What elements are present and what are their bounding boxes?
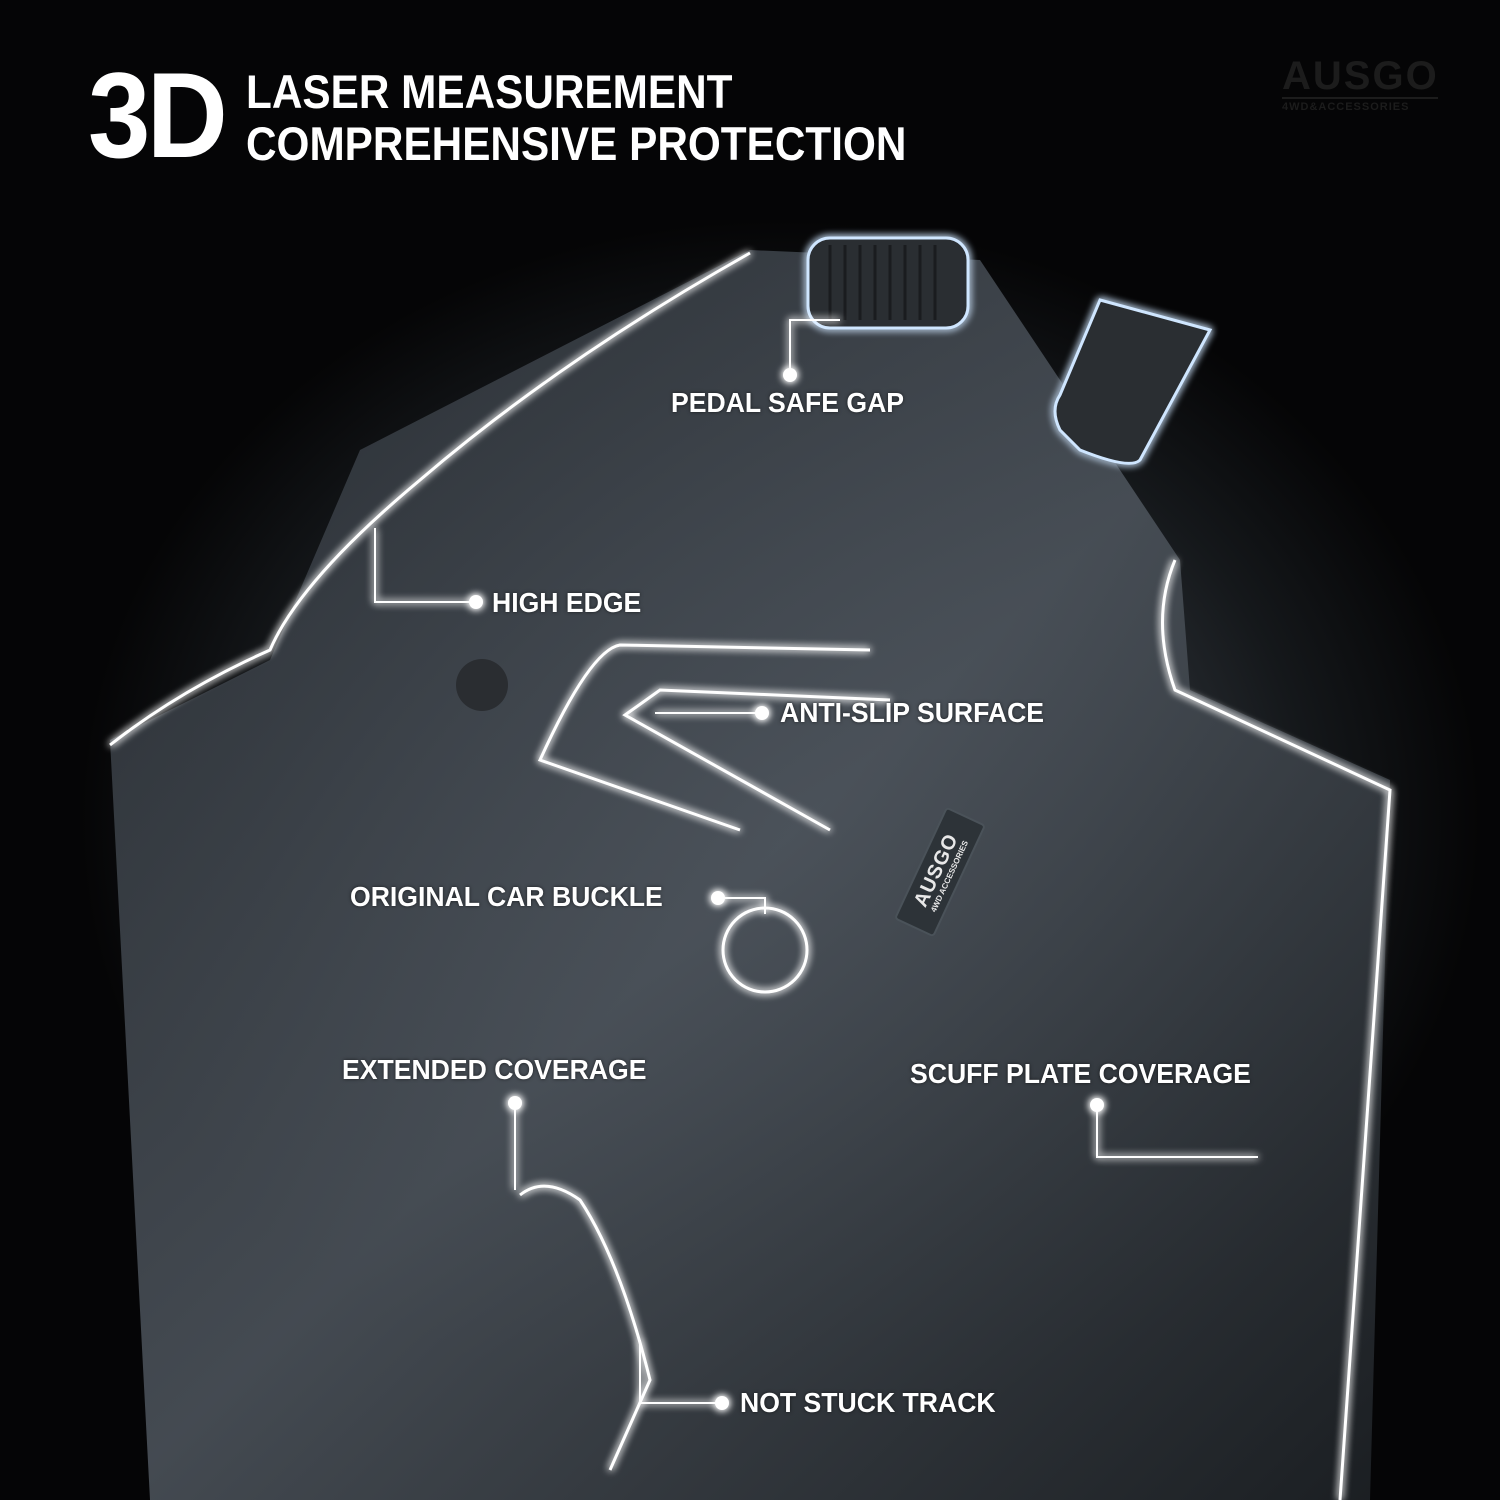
- callout-anti-slip-surface: ANTI-SLIP SURFACE: [780, 697, 1045, 728]
- anti-slip-outline-outer: [537, 643, 871, 832]
- anti-slip-outline-inner: [622, 688, 891, 832]
- brand-logo: AUSGO 4WD&ACCESSORIES: [1282, 54, 1439, 113]
- headline-subtitle: LASER MEASUREMENT COMPREHENSIVE PROTECTI…: [246, 66, 906, 170]
- callout-high-edge: HIGH EDGE: [492, 587, 642, 618]
- callout-scuff-plate-coverage: SCUFF PLATE COVERAGE: [910, 1058, 1251, 1089]
- pedal-gap-dot: [783, 368, 797, 382]
- accelerator-pedal: [1053, 298, 1213, 465]
- brake-pedal-ribs: [828, 245, 937, 320]
- brake-pedal: [806, 236, 970, 330]
- headline-line-2: COMPREHENSIVE PROTECTION: [245, 117, 907, 170]
- callout-not-stuck-track: NOT STUCK TRACK: [740, 1387, 996, 1418]
- right-edge-outline: [1161, 559, 1392, 1500]
- brand-logo-tagline: 4WD&ACCESSORIES: [1282, 101, 1410, 113]
- headline-3d: 3D: [88, 47, 228, 183]
- headline: 3D LASER MEASUREMENT COMPREHENSIVE PROTE…: [88, 47, 980, 183]
- brand-logo-name: AUSGO: [1282, 54, 1439, 98]
- extended-coverage-dot: [508, 1096, 522, 1110]
- headline-line-1: LASER MEASUREMENT: [245, 65, 733, 118]
- mat-clip: [456, 659, 508, 711]
- pedal-gap-leader: [789, 319, 840, 375]
- buckle-leader: [720, 897, 766, 914]
- high-edge-outline: [109, 251, 751, 747]
- buckle-dot: [711, 891, 725, 905]
- scuff-plate-leader: [1096, 1105, 1258, 1158]
- brand-logo-divider: [1282, 97, 1438, 99]
- high-edge-leader: [374, 528, 475, 603]
- track-edge-outline: [519, 1184, 652, 1471]
- scuff-plate-dot: [1090, 1098, 1104, 1112]
- high-edge-dot: [469, 595, 483, 609]
- floor-mat-shape: [110, 250, 1390, 1500]
- anti-slip-dot: [755, 706, 769, 720]
- track-dot: [715, 1396, 729, 1410]
- buckle-ring: [721, 906, 809, 994]
- track-leader: [639, 1340, 720, 1404]
- callout-pedal-safe-gap: PEDAL SAFE GAP: [671, 387, 905, 418]
- callout-extended-coverage: EXTENDED COVERAGE: [342, 1054, 647, 1085]
- callout-original-car-buckle: ORIGINAL CAR BUCKLE: [350, 881, 663, 912]
